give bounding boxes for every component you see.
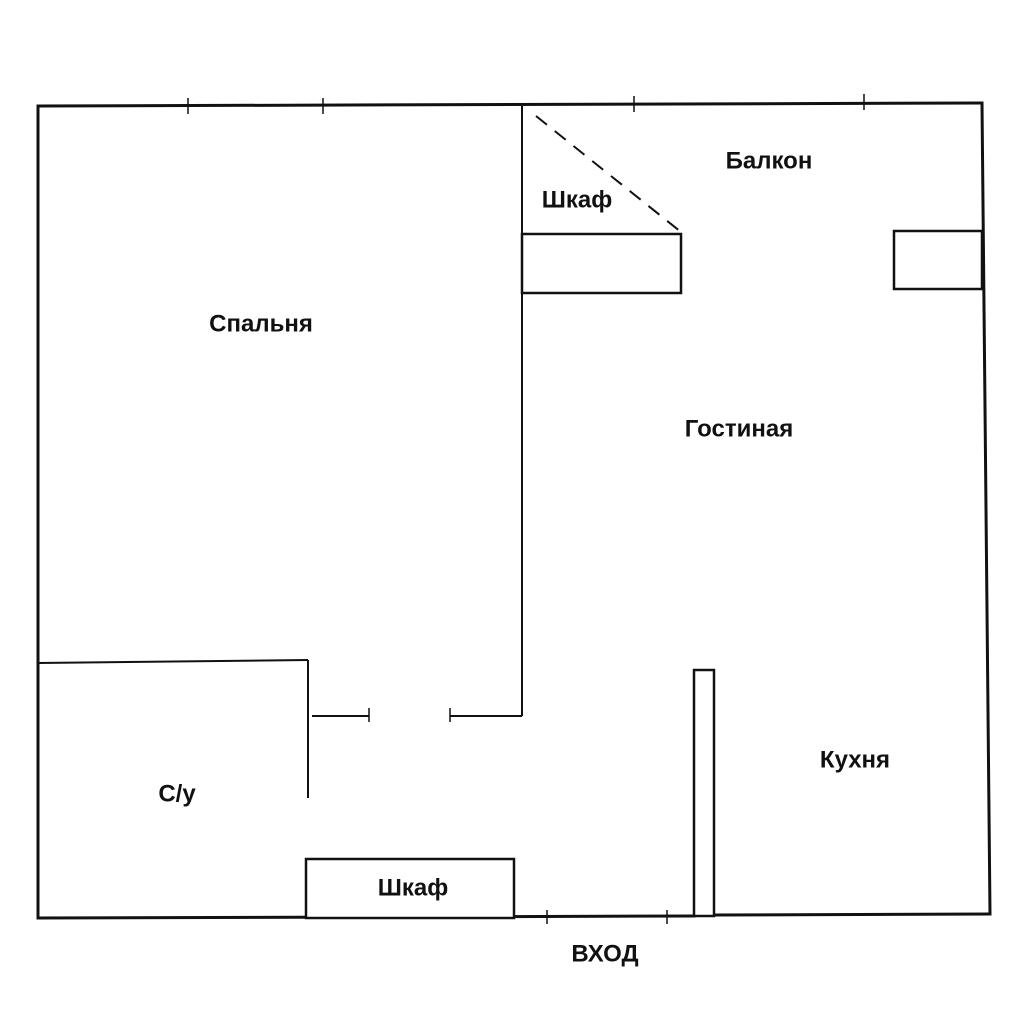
closet-dashed-door <box>535 115 682 233</box>
closet-top <box>520 115 683 295</box>
wall-ticks <box>187 94 865 924</box>
right-wall <box>980 101 992 916</box>
closet-shelf <box>520 232 683 295</box>
bathroom-top-wall <box>37 659 309 664</box>
bottom-wall-right <box>712 912 992 917</box>
top-wall <box>36 101 984 108</box>
outer-walls <box>36 101 992 920</box>
balcony-box <box>892 229 984 291</box>
interior-walls <box>37 106 523 798</box>
closet-bottom <box>304 857 516 920</box>
kitchen-partition <box>692 668 716 918</box>
kitchen-label: Кухня <box>820 746 890 773</box>
living-room-label: Гостиная <box>685 415 793 442</box>
bathroom-label: С/у <box>158 780 196 807</box>
entrance-label: ВХОД <box>571 940 638 967</box>
closet-bottom-label: Шкаф <box>378 874 448 901</box>
room-labels: Спальня Гостиная Балкон Шкаф С/у Шкаф Ку… <box>158 147 890 967</box>
bedroom-label: Спальня <box>209 310 313 337</box>
balcony-label: Балкон <box>726 147 813 174</box>
closet-top-label: Шкаф <box>542 186 612 213</box>
